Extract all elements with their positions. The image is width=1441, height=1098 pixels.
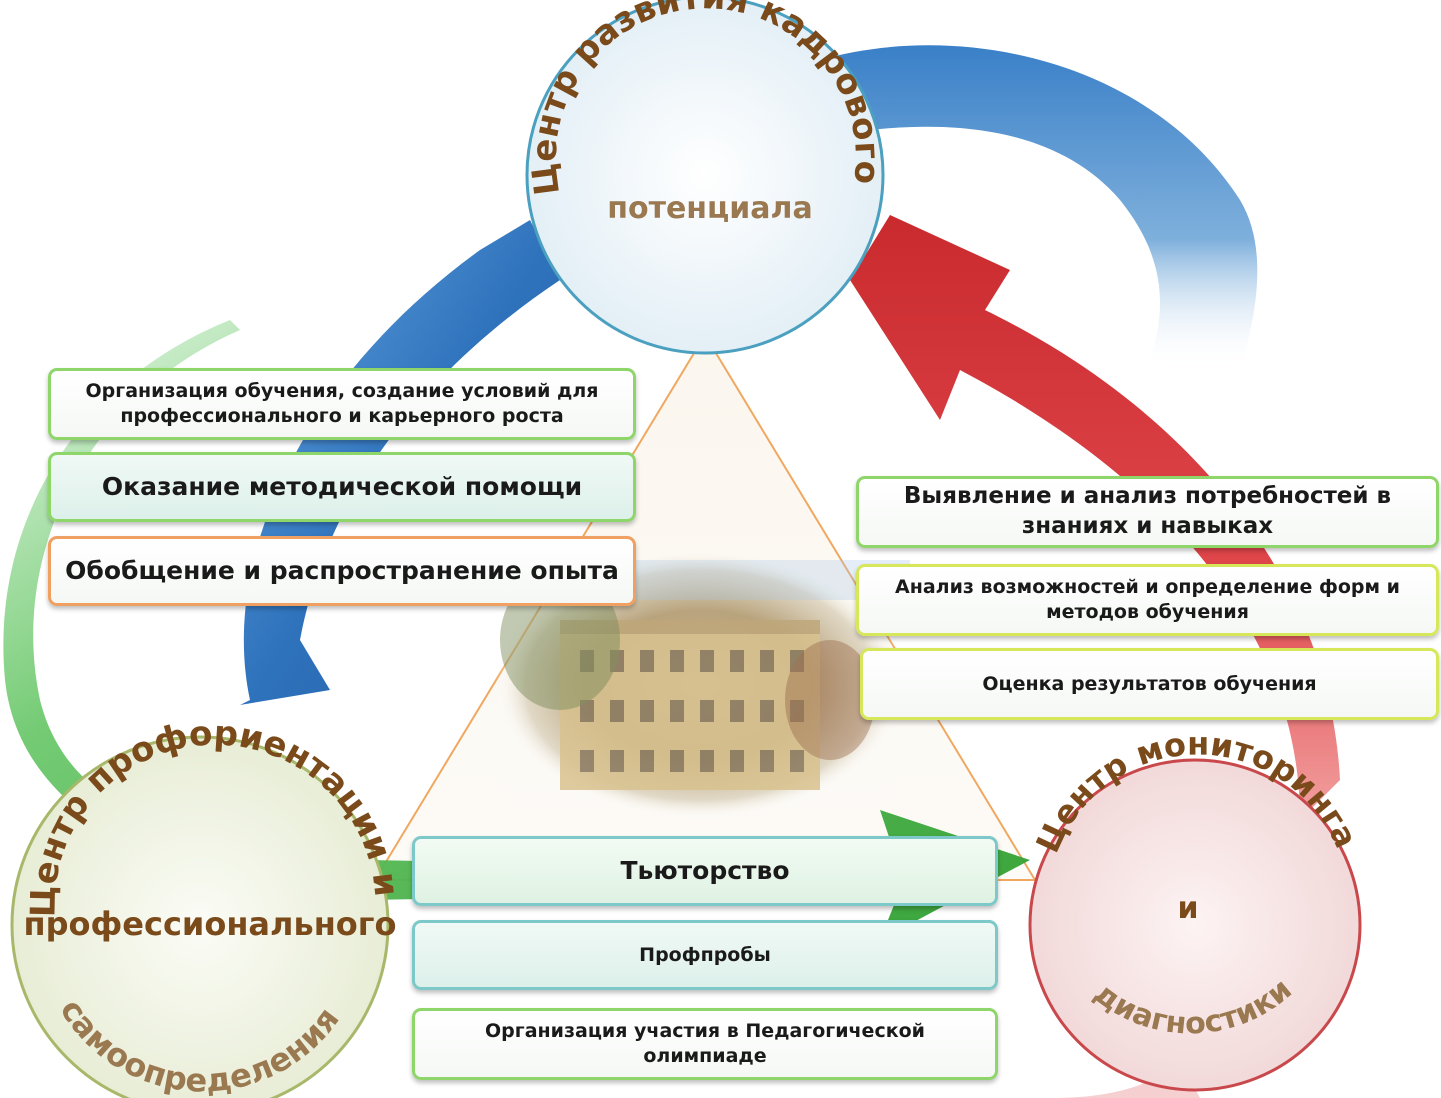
bottom-box-trials-text: Профпробы (639, 943, 771, 966)
bottom-box-olympiad: Организация участия в Педагогической оли… (412, 1008, 998, 1080)
left-box-training-line1: Организация обучения, создание условий д… (85, 380, 599, 403)
left-box-method-help-text: Оказание методической помощи (101, 471, 583, 501)
bottom-box-tutoring: Тьюторство (412, 836, 998, 906)
right-box-needs-line1: Выявление и анализ потребностей в (903, 483, 1392, 510)
right-box-evaluation: Оценка результатов обучения (860, 648, 1439, 720)
left-box-experience-text: Обобщение и распространение опыта (65, 555, 619, 585)
right-box-evaluation-text: Оценка результатов обучения (982, 672, 1317, 695)
right-box-analysis-line2: методов обучения (1046, 601, 1249, 623)
bottom-box-olympiad-line1: Организация участия в Педагогической (485, 1020, 925, 1043)
left-center-circle (10, 735, 390, 1098)
bottom-box-olympiad-line2: олимпиаде (643, 1045, 767, 1067)
left-box-training-line2: профессионального и карьерного роста (120, 405, 564, 427)
red-arrow-tail (1050, 1060, 1200, 1098)
red-arrow (850, 215, 1340, 820)
right-box-needs: Выявление и анализ потребностей в знания… (856, 476, 1439, 548)
school-building-illustration (490, 560, 910, 790)
top-circle-line-text: потенциала (607, 191, 813, 226)
top-center-circle (525, 0, 885, 355)
left-circle-line-text: профессионального (24, 905, 397, 943)
right-box-analysis: Анализ возможностей и определение форм и… (856, 564, 1439, 636)
bottom-box-tutoring-text: Тьюторство (620, 855, 790, 885)
left-box-training: Организация обучения, создание условий д… (48, 368, 636, 440)
left-box-method-help: Оказание методической помощи (48, 452, 636, 522)
left-box-experience: Обобщение и распространение опыта (48, 536, 636, 606)
right-box-analysis-line1: Анализ возможностей и определение форм и (895, 576, 1400, 599)
right-center-circle (1028, 758, 1362, 1092)
right-box-needs-line2: знаниях и навыках (1021, 513, 1274, 539)
blue-arrow-right (820, 45, 1258, 370)
bottom-box-trials: Профпробы (412, 920, 998, 990)
right-circle-line-text: и (1177, 891, 1198, 926)
